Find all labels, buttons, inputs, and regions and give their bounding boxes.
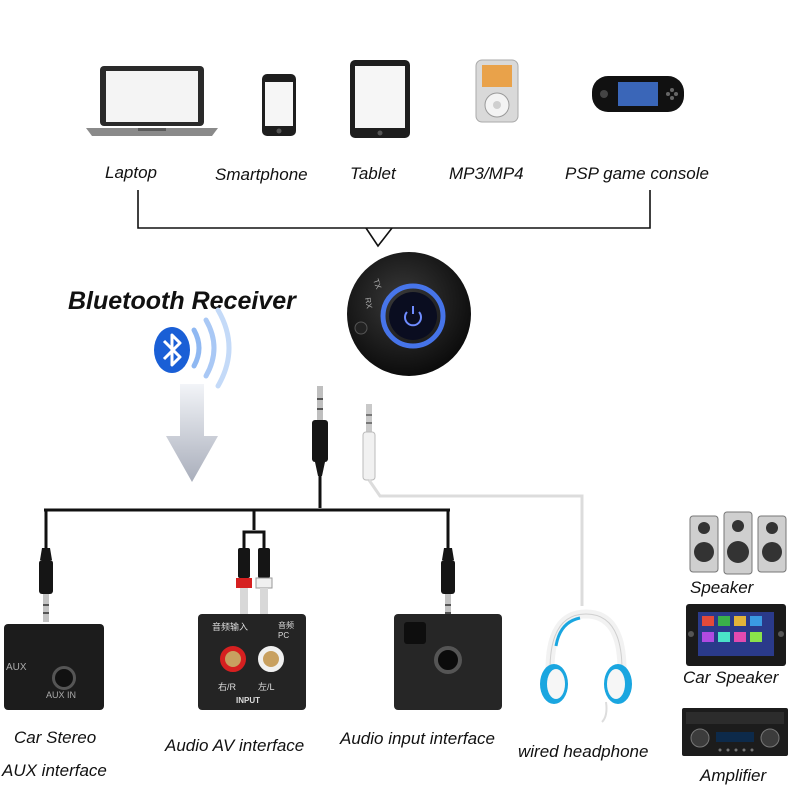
smartphone-icon [262,74,296,136]
signal-waves-icon [191,307,232,389]
audio-input-jack [434,646,462,674]
headphone-icon [540,609,632,723]
car-stereo-label: Car Stereo [14,728,97,747]
av-interface-panel: 音频输入 音频 PC 右/R 左/L INPUT [198,614,306,710]
amplifier-icon [682,708,788,756]
bluetooth-icon [154,327,190,373]
mp3-label: MP3/MP4 [449,164,524,183]
audio-input-panel [394,614,502,710]
rx-label: RX [363,297,374,310]
laptop-label: Laptop [105,163,157,182]
car-stereo-aux-label: AUX interface [2,761,107,780]
tablet-icon [350,60,410,138]
psp-console-icon [592,76,684,112]
laptop-icon [86,66,218,136]
rca-jack-white [258,646,284,672]
av-panel-r-text: 右/R [218,682,237,692]
down-arrow-icon [166,384,218,482]
rca-plugs [236,548,273,614]
car-stereo-panel: AUX AUX IN [4,624,104,710]
audio-input-hole [404,622,426,644]
car-speaker-label: Car Speaker [683,668,779,687]
av-panel-top-text: 音频输入 [212,622,249,632]
aux-text: AUX [6,662,27,673]
psp-label: PSP game console [565,164,709,183]
av-interface-label: Audio AV interface [165,736,305,755]
headphone-plug [362,404,376,481]
mp3-player-icon [475,59,519,123]
aux-in-text: AUX IN [46,690,77,700]
tx-label: TX [371,278,383,291]
headphone-label: wired headphone [518,742,649,761]
rca-jack-red [220,646,246,672]
speaker-label: Speaker [690,578,754,597]
car-speaker-icon [686,604,786,666]
car-stereo-plug [39,548,53,622]
audio-input-plug [441,548,455,622]
smartphone-label: Smartphone [215,165,308,184]
tablet-label: Tablet [350,164,396,183]
receiver-title: Bluetooth Receiver [68,287,296,315]
speaker-icon [689,511,787,575]
aux-jack [52,666,76,690]
bluetooth-receiver-device: TX RX [347,252,471,376]
av-panel-input-text: INPUT [236,696,260,705]
av-panel-pc-text: 音频 PC [278,621,294,640]
audio-input-label: Audio input interface [340,729,495,748]
av-panel-l-text: 左/L [258,682,275,692]
amplifier-label: Amplifier [700,766,767,785]
main-aux-plug [312,386,328,476]
